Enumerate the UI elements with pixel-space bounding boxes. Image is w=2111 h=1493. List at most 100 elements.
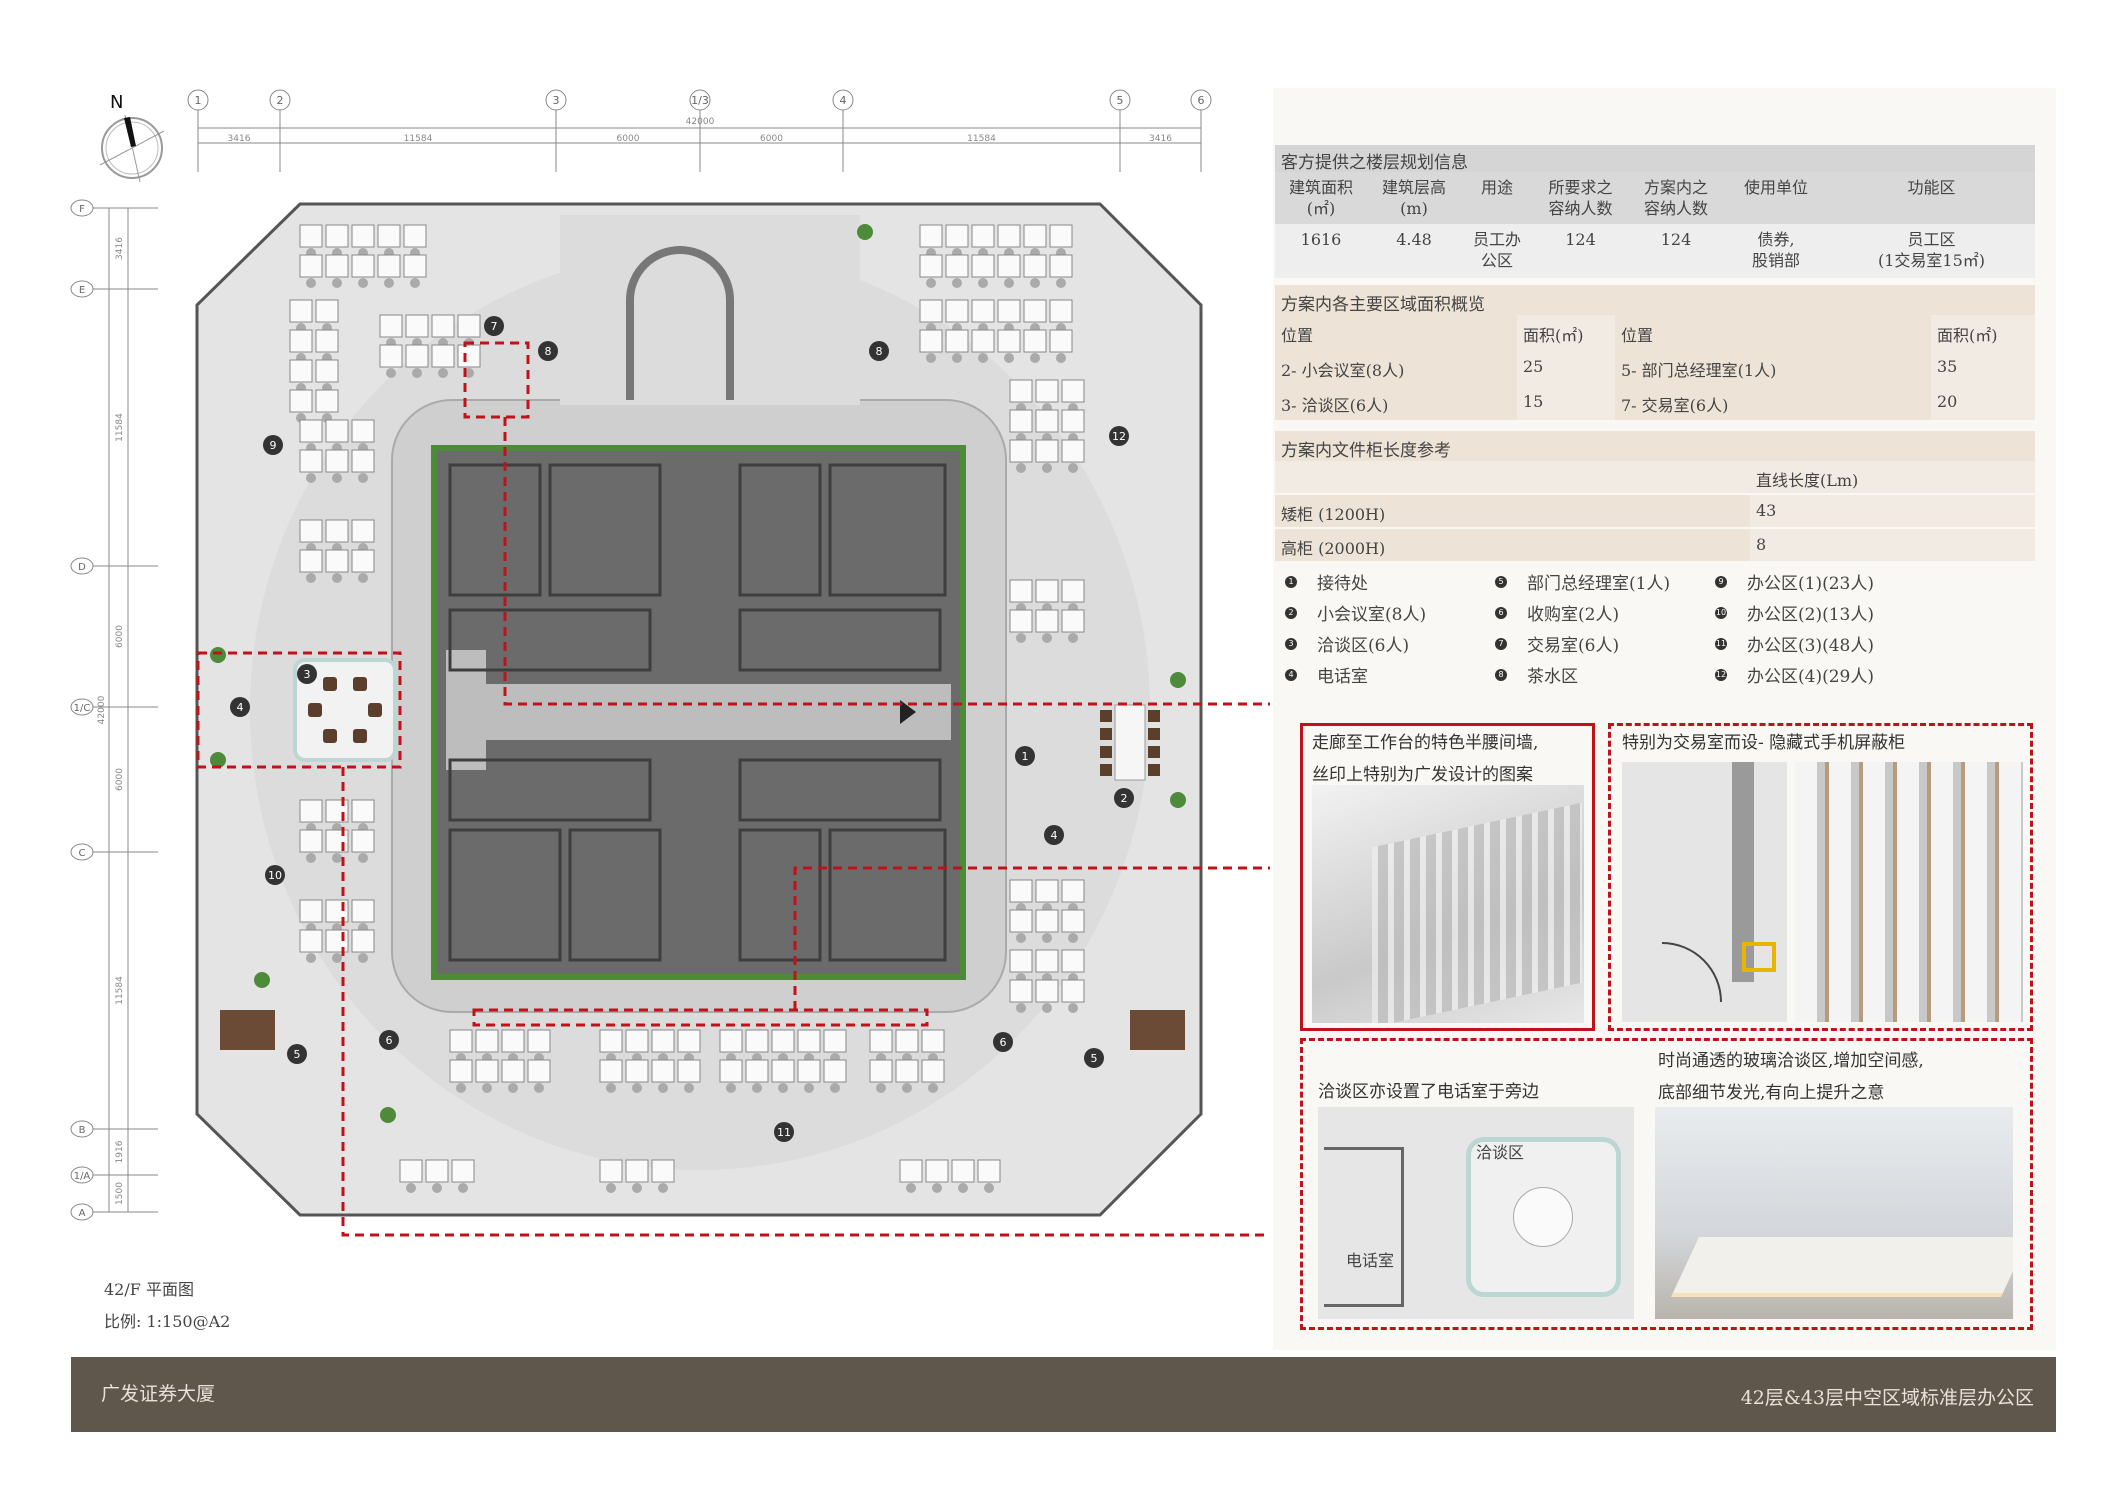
svg-text:6: 6	[1000, 1036, 1007, 1049]
svg-text:12: 12	[1112, 430, 1126, 443]
column-axis-2: 2	[269, 89, 291, 172]
cabinet-table-title: 方案内文件柜长度参考	[1275, 431, 2035, 461]
cell: 债券, 股销部	[1751, 230, 1800, 270]
column-dim: 3416	[1149, 134, 1172, 144]
room-marker-4: 4	[230, 697, 250, 717]
legend-item: 6 收购室(2人)	[1495, 601, 1715, 625]
number-badge-icon: 9	[1715, 575, 1727, 588]
svg-text:7: 7	[491, 320, 498, 333]
room-marker-3: 3	[297, 664, 317, 684]
cabinet-table: 直线长度(Lm) 矮柜 (1200H) 43 高柜 (2000H) 8	[1275, 461, 2035, 561]
row-total: 42000	[97, 695, 107, 724]
room-marker-6: 6	[379, 1030, 399, 1050]
cell: 员工区 (1交易室15㎡)	[1877, 230, 1986, 270]
number-badge-icon: 7	[1495, 637, 1507, 650]
row-axis-1/A: 1/A	[70, 1166, 158, 1184]
cell: 4.48	[1396, 230, 1432, 249]
plan-scale: 比例: 1:150@A2	[104, 1312, 231, 1331]
legend-label: 电话室	[1317, 667, 1368, 687]
svg-text:6: 6	[386, 1034, 393, 1047]
row-dim: 1500	[115, 1182, 125, 1205]
legend-item: 11 办公区(3)(48人)	[1715, 632, 2015, 656]
number-badge-icon: 1	[1285, 575, 1297, 588]
col-header: 建筑面积 (㎡)	[1288, 178, 1353, 218]
room-marker-1: 1	[1015, 746, 1035, 766]
svg-text:6: 6	[1198, 94, 1205, 107]
number-badge-icon: 2	[1285, 606, 1297, 619]
cell: 7- 交易室(6人)	[1615, 385, 1931, 420]
row-dim: 6000	[115, 625, 125, 648]
column-dim: 3416	[228, 134, 251, 144]
svg-text:C: C	[79, 848, 86, 859]
wall-render-image	[1312, 785, 1584, 1023]
cell: 矮柜 (1200H)	[1275, 495, 1750, 527]
number-badge-icon: 6	[1495, 606, 1507, 619]
svg-text:4: 4	[840, 94, 847, 107]
legend-label: 接待处	[1317, 574, 1368, 594]
room-marker-2: 2	[1114, 788, 1134, 808]
room-marker-4: 4	[1044, 825, 1064, 845]
row-dim: 1916	[115, 1140, 125, 1163]
column-axis-1: 1	[187, 89, 209, 172]
cell: 3- 洽谈区(6人)	[1275, 385, 1517, 420]
cell: 124	[1660, 230, 1692, 249]
svg-text:1/3: 1/3	[691, 94, 709, 107]
svg-text:2: 2	[1121, 792, 1128, 805]
column-dim: 11584	[404, 134, 433, 144]
col-header: 功能区	[1907, 178, 1956, 197]
svg-text:F: F	[79, 204, 85, 215]
room-marker-11: 11	[774, 1122, 794, 1142]
column-dim: 6000	[617, 134, 640, 144]
number-badge-icon: 4	[1285, 668, 1297, 681]
number-badge-icon: 8	[1495, 668, 1507, 681]
phone-room-label: 电话室	[1346, 1251, 1395, 1270]
svg-text:5: 5	[294, 1048, 301, 1061]
column-axis-1/3: 1/3	[689, 89, 711, 172]
room-marker-8: 8	[538, 341, 558, 361]
cell: 5- 部门总经理室(1人)	[1615, 350, 1931, 385]
workstations	[210, 224, 1186, 1193]
svg-text:5: 5	[1117, 94, 1124, 107]
row-dim: 11584	[115, 413, 125, 442]
cell: 8	[1750, 529, 2035, 561]
room-marker-6: 6	[993, 1032, 1013, 1052]
col-header: 方案内之 容纳人数	[1643, 178, 1708, 218]
svg-text:3: 3	[304, 668, 311, 681]
project-name: 广发证券大厦	[101, 1383, 216, 1405]
callout-meeting	[1300, 1038, 2033, 1330]
legend-item: 1 接待处	[1285, 570, 1495, 594]
cell: 25	[1517, 350, 1615, 385]
north-arrow-icon: N	[99, 92, 165, 183]
col-header: 建筑层高 (m)	[1381, 178, 1446, 218]
legend-label: 办公区(2)(13人)	[1747, 605, 1874, 625]
svg-text:10: 10	[268, 869, 282, 882]
number-badge-icon: 3	[1285, 637, 1297, 650]
svg-text:9: 9	[270, 439, 277, 452]
column-axis-4: 4	[832, 89, 854, 172]
legend-label: 小会议室(8人)	[1317, 605, 1427, 625]
cabinet-render-image	[1795, 762, 2023, 1022]
room-marker-5: 5	[287, 1044, 307, 1064]
sheet-title: 42层&43层中空区域标准层办公区	[1740, 1387, 2034, 1409]
legend-label: 部门总经理室(1人)	[1527, 574, 1671, 594]
row-dim: 3416	[115, 237, 125, 260]
floor-info-header: 建筑面积 (㎡) 建筑层高 (m) 用途 所要求之 容纳人数 方案内之 容纳人数…	[1275, 172, 2035, 224]
cell: 35	[1931, 350, 2035, 385]
svg-text:E: E	[79, 285, 85, 296]
cell: 43	[1750, 495, 2035, 527]
legend-label: 办公区(1)(23人)	[1747, 574, 1874, 594]
col-header: 位置	[1615, 315, 1931, 350]
number-badge-icon: 11	[1715, 637, 1727, 650]
legend-item: 4 电话室	[1285, 663, 1495, 687]
svg-text:11: 11	[777, 1126, 791, 1139]
col-header: 位置	[1275, 315, 1517, 350]
legend-label: 办公区(3)(48人)	[1747, 636, 1874, 656]
legend-label: 收购室(2人)	[1527, 605, 1620, 625]
svg-text:1/C: 1/C	[74, 703, 91, 714]
row-dim: 6000	[115, 768, 125, 791]
legend-label: 茶水区	[1527, 667, 1578, 687]
